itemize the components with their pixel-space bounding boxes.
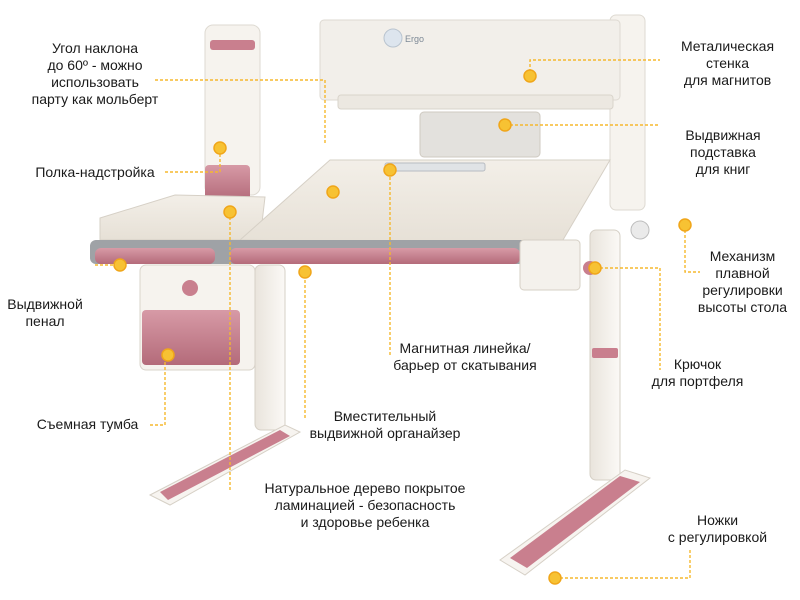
brand-logo-badge bbox=[383, 28, 403, 48]
sun-dot-icon bbox=[326, 185, 340, 199]
sun-dot-icon bbox=[498, 118, 512, 132]
sun-dot-icon bbox=[161, 348, 175, 362]
pencil-drawer bbox=[95, 248, 215, 264]
callout-adjustable-legs: Ножки с регулировкой bbox=[667, 512, 768, 545]
callout-pencil-drawer: Выдвижной пенал bbox=[7, 296, 83, 329]
sun-dot-icon bbox=[588, 261, 602, 275]
callout-natural-wood: Натуральное дерево покрытое ламинацией -… bbox=[264, 480, 466, 530]
sun-dot-icon bbox=[113, 258, 127, 272]
sun-dot-icon bbox=[678, 218, 692, 232]
hutch-drawer bbox=[205, 165, 250, 200]
brand-logo-text: Ergo bbox=[405, 34, 424, 44]
sun-dot-icon bbox=[548, 571, 562, 585]
upper-shelf bbox=[337, 94, 614, 110]
fixed-desktop bbox=[99, 194, 266, 241]
callout-cabinet: Съемная тумба bbox=[36, 416, 139, 432]
callout-top-shelf: Полка-надстройка bbox=[35, 164, 155, 180]
tilting-desktop bbox=[238, 159, 611, 246]
sun-dot-icon bbox=[298, 265, 312, 279]
magnetic-ruler bbox=[384, 162, 486, 172]
organizer-drawer bbox=[230, 248, 520, 264]
book-stand bbox=[419, 111, 541, 158]
callout-magnetic-wall: Металическая стенка для магнитов bbox=[680, 38, 775, 88]
callout-dots bbox=[113, 69, 692, 585]
height-crank bbox=[630, 220, 650, 240]
callout-book-stand: Выдвижная подставка для книг bbox=[685, 127, 761, 177]
sun-dot-icon bbox=[383, 163, 397, 177]
callout-organizer: Вместительный выдвижной органайзер bbox=[309, 408, 461, 441]
sun-dot-icon bbox=[213, 141, 227, 155]
callout-bag-hook: Крючок для портфеля bbox=[651, 356, 744, 389]
left-leg-column bbox=[254, 264, 286, 431]
callout-lines bbox=[95, 59, 700, 579]
sun-dot-icon bbox=[523, 69, 537, 83]
callout-height-mechanism: Механизм плавной регулировки высоты стол… bbox=[697, 248, 788, 315]
callout-tilt-angle: Угол наклона до 60º - можно использовать… bbox=[31, 40, 159, 107]
callout-magnetic-ruler: Магнитная линейка/ барьер от скатывания bbox=[393, 340, 537, 373]
sun-dot-icon bbox=[223, 205, 237, 219]
